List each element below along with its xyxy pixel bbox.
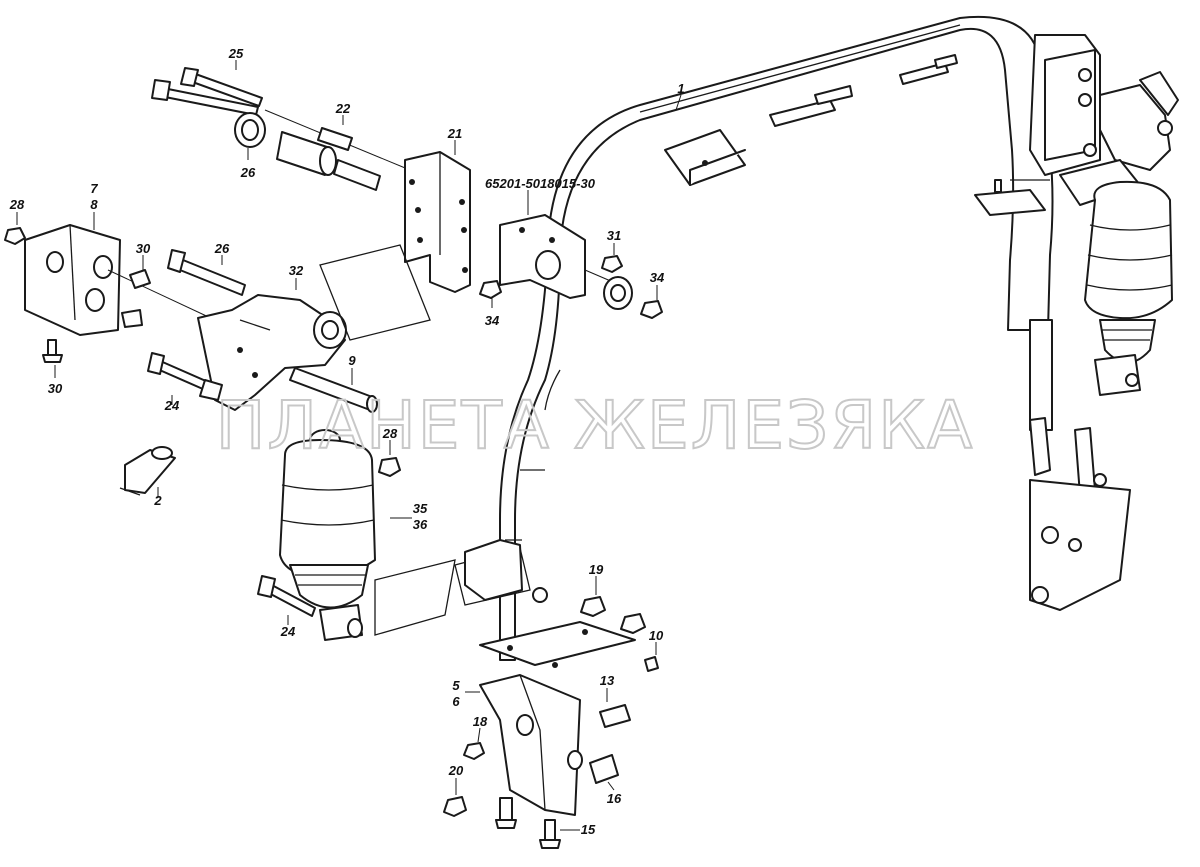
label-34-right: 34 [650, 270, 665, 285]
label-21: 21 [447, 126, 462, 141]
nuts-19-10 [580, 596, 659, 672]
shock-absorber-2 [119, 446, 176, 496]
label-36: 36 [413, 517, 428, 532]
right-lower-bracket [1029, 417, 1131, 611]
nut-31 [601, 255, 623, 273]
label-25: 25 [228, 46, 244, 61]
part-labels: 25 22 21 26 1 65201-5018015-30 7 8 28 30… [9, 46, 685, 837]
label-32: 32 [289, 263, 304, 278]
bracket-65201 [499, 214, 621, 299]
bracket-5-6 [479, 674, 583, 816]
label-26-top: 26 [240, 165, 256, 180]
mount-plate [479, 621, 636, 668]
label-31: 31 [607, 228, 621, 243]
label-2: 2 [153, 493, 162, 508]
label-9: 9 [348, 353, 356, 368]
label-35: 35 [413, 501, 428, 516]
label-15: 15 [581, 822, 596, 837]
label-26-middle: 26 [214, 241, 230, 256]
label-10: 10 [649, 628, 664, 643]
main-frame [499, 16, 1054, 661]
label-34-center: 34 [485, 313, 500, 328]
pin-9 [289, 367, 378, 413]
label-28-middle: 28 [382, 426, 398, 441]
bolt-30-bottom [42, 339, 63, 363]
sleeve-22 [276, 127, 381, 191]
bolt-24-upper [147, 352, 223, 401]
label-5: 5 [452, 678, 460, 693]
left-air-spring [279, 429, 376, 641]
label-22: 22 [335, 101, 351, 116]
label-1: 1 [677, 81, 684, 96]
label-leaders [16, 60, 682, 831]
bolts-lower-set [443, 704, 631, 849]
bolt-26-middle [167, 249, 246, 296]
label-65201: 65201-5018015-30 [485, 176, 596, 191]
label-24-lower: 24 [280, 624, 296, 639]
nut-34-right [640, 300, 663, 319]
label-19: 19 [589, 562, 604, 577]
label-24-upper: 24 [164, 398, 180, 413]
right-cab-bracket [974, 34, 1179, 216]
frame-lower-clamp [464, 539, 548, 603]
bolt-30-right [121, 269, 151, 328]
label-6: 6 [452, 694, 460, 709]
bracket-7-8 [24, 224, 216, 336]
bushing-26-top [234, 112, 266, 148]
label-7: 7 [90, 181, 98, 196]
label-30-right: 30 [136, 241, 151, 256]
label-18: 18 [473, 714, 488, 729]
label-30-bottom: 30 [48, 381, 63, 396]
label-20: 20 [448, 763, 464, 778]
label-28-left: 28 [9, 197, 25, 212]
label-13: 13 [600, 673, 615, 688]
bushing-34 [603, 276, 633, 310]
bolt-24-lower [257, 575, 316, 617]
nut-28-middle [378, 457, 401, 477]
right-air-spring [1084, 180, 1173, 396]
label-8: 8 [90, 197, 98, 212]
nut-28-left [4, 227, 26, 245]
label-16: 16 [607, 791, 622, 806]
watermark-text: ПЛАНЕТА ЖЕЛЕЗЯКА [216, 387, 974, 464]
nut-34-center [479, 280, 502, 299]
bracket-21 [404, 151, 471, 293]
lever-32 [197, 294, 347, 411]
